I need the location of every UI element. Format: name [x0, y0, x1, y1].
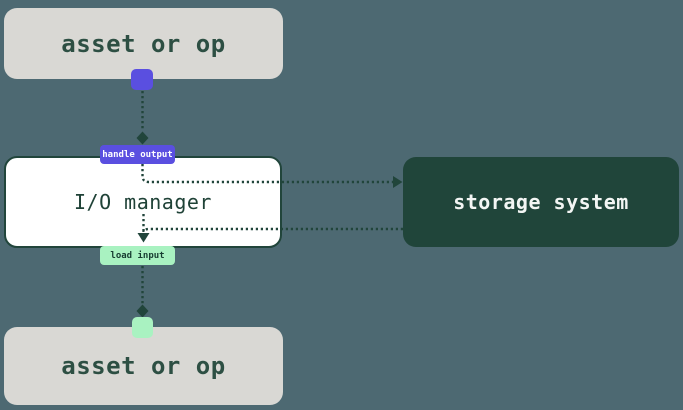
- node-io-manager: I/O manager: [4, 156, 282, 248]
- node-io-manager-label: I/O manager: [74, 190, 212, 214]
- node-asset-or-op-bottom-label: asset or op: [61, 352, 226, 380]
- node-asset-or-op-top-label: asset or op: [61, 29, 226, 58]
- node-asset-or-op-top: asset or op: [4, 8, 283, 79]
- arrowhead-right-icon: [393, 176, 403, 188]
- edge-label-handle-output: handle output: [100, 145, 175, 164]
- diamond-arrowhead-icon: [136, 131, 149, 145]
- node-storage-system: storage system: [403, 157, 679, 247]
- asset-input-port-icon: [132, 317, 153, 338]
- diamond-arrowhead-icon: [136, 304, 149, 318]
- edge-label-load-input: load input: [100, 246, 175, 265]
- node-asset-or-op-bottom: asset or op: [4, 327, 283, 405]
- asset-output-port-icon: [131, 69, 153, 90]
- node-storage-system-label: storage system: [453, 190, 629, 214]
